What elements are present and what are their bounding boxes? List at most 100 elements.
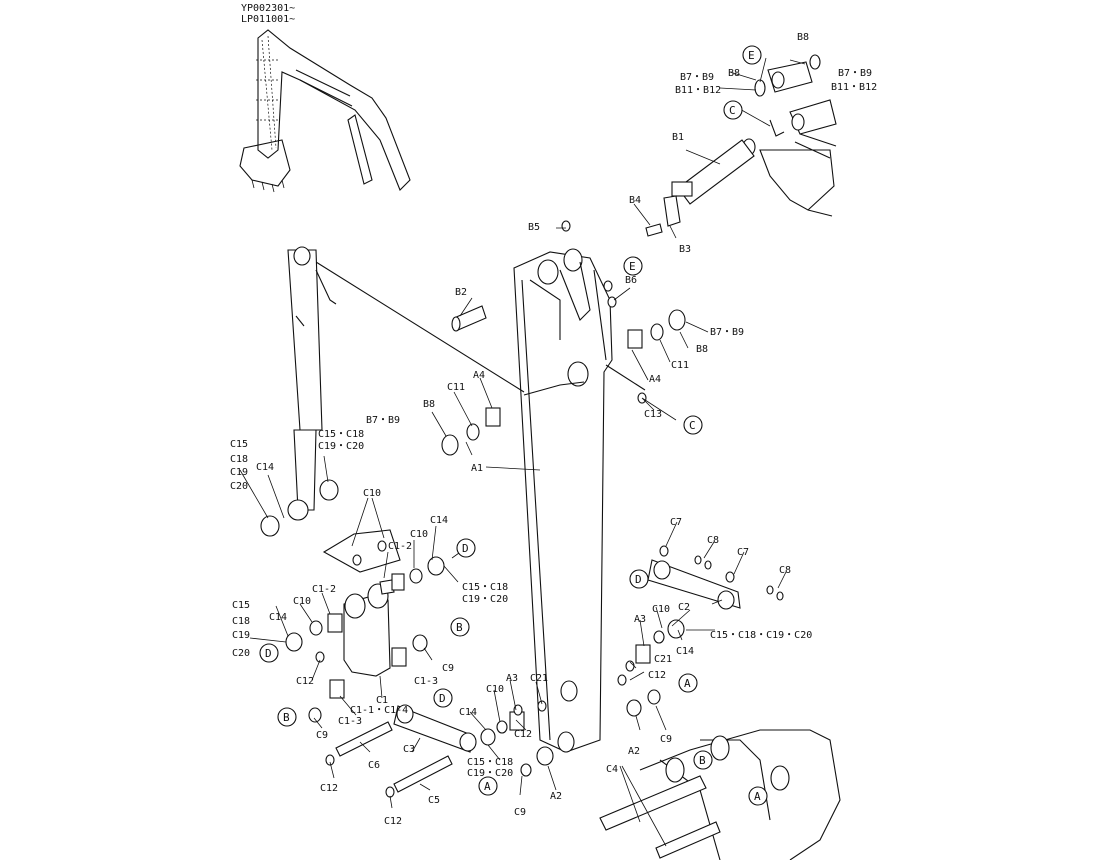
label-b4: B4 [629,195,641,206]
label-c19c20: C19・C20 [318,441,364,452]
arm-body [315,248,646,753]
label-a4: A4 [649,374,661,385]
label-c14: C14 [430,515,448,526]
label-c12: C12 [514,729,532,740]
label-c4: C4 [606,764,618,775]
marker-a: A [484,780,491,793]
label-c12: C12 [296,676,314,687]
marker-b: B [699,754,706,767]
label-a3: A3 [506,673,518,684]
label-c10: C10 [410,529,428,540]
label-c6: C6 [368,760,380,771]
label-c1-1-c1-4: C1-1・C1-4 [350,705,408,716]
label-b5: B5 [528,222,540,233]
label-a2: A2 [550,791,562,802]
label-c3: C3 [403,744,415,755]
label-b8: B8 [423,399,435,410]
marker-e: E [629,260,636,273]
label-c19c20: C19・C20 [467,768,513,779]
label-c18: C18 [232,616,250,627]
label-c10: C10 [652,604,670,615]
label-c19c20: C19・C20 [462,594,508,605]
label-c1-2: C1-2 [312,584,336,595]
label-c1-3: C1-3 [414,676,438,687]
label-c9: C9 [514,807,526,818]
marker-c: C [689,419,696,432]
label-c14: C14 [269,612,287,623]
label-a1: A1 [471,463,483,474]
label-c19: C19 [230,467,248,478]
label-c19: C19 [232,630,250,641]
label-a4: A4 [473,370,485,381]
label-c21: C21 [654,654,672,665]
label-b8: B8 [728,68,740,79]
label-c15: C15 [230,439,248,450]
label-c15c18: C15・C18 [462,582,508,593]
label-c13: C13 [644,409,662,420]
marker-d: D [462,542,469,555]
label-c8: C8 [779,565,791,576]
label-b1: B1 [672,132,684,143]
label-c1-3: C1-3 [338,716,362,727]
label-b7b9: B7・B9 [680,72,714,83]
label-c9: C9 [660,734,672,745]
marker-a: A [684,677,691,690]
bucket-bracket [599,729,841,860]
label-b7b9: B7・B9 [366,415,400,426]
label-c9: C9 [316,730,328,741]
label-c9: C9 [442,663,454,674]
label-b7b9: B7・B9 [838,68,872,79]
label-c5: C5 [428,795,440,806]
label-b6: B6 [625,275,637,286]
label-c12: C12 [648,670,666,681]
label-c20: C20 [230,481,248,492]
label-c14: C14 [256,462,274,473]
label-c20: C20 [232,648,250,659]
label-b11b12: B11・B12 [675,85,721,96]
label-b7b9: B7・B9 [710,327,744,338]
machine-thumbnail [239,29,411,193]
boom-end-assembly [645,54,837,237]
serial-1: YP002301~ [241,3,295,14]
label-c7: C7 [670,517,682,528]
label-c1: C1 [376,695,388,706]
marker-a: A [754,790,761,803]
label-c15c18: C15・C18 [467,757,513,768]
marker-d: D [265,647,272,660]
label-c10: C10 [363,488,381,499]
label-c12: C12 [384,816,402,827]
label-c15c18: C15・C18 [318,429,364,440]
bucket-cylinder [287,246,337,521]
label-c1-2: C1-2 [388,541,412,552]
marker-b: B [283,711,290,724]
label-b8: B8 [696,344,708,355]
label-c11: C11 [447,382,465,393]
label-c11: C11 [671,360,689,371]
label-b2: B2 [455,287,467,298]
marker-d: D [635,573,642,586]
label-c2: C2 [678,602,690,613]
reference-markers: E C E C D D B B D D A A B A [259,45,768,806]
label-c15-c18-c19-c20: C15・C18・C19・C20 [710,630,812,641]
label-b8: B8 [797,32,809,43]
serial-2: LP011001~ [241,14,295,25]
label-b3: B3 [679,244,691,255]
label-c15: C15 [232,600,250,611]
label-c21: C21 [530,673,548,684]
label-c10: C10 [293,596,311,607]
marker-b: B [456,621,463,634]
label-c7: C7 [737,547,749,558]
label-c12: C12 [320,783,338,794]
label-a2: A2 [628,746,640,757]
label-c8: C8 [707,535,719,546]
marker-e: E [748,49,755,62]
label-c14: C14 [459,707,477,718]
marker-d: D [439,692,446,705]
leader-lines [239,57,806,847]
label-c14: C14 [676,646,694,657]
label-b11b12: B11・B12 [831,82,877,93]
part-labels: B8 B7・B9 B11・B12 B8 B7・B9 B11・B12 B1 B4 … [230,32,877,827]
label-c10: C10 [486,684,504,695]
label-a3: A3 [634,614,646,625]
